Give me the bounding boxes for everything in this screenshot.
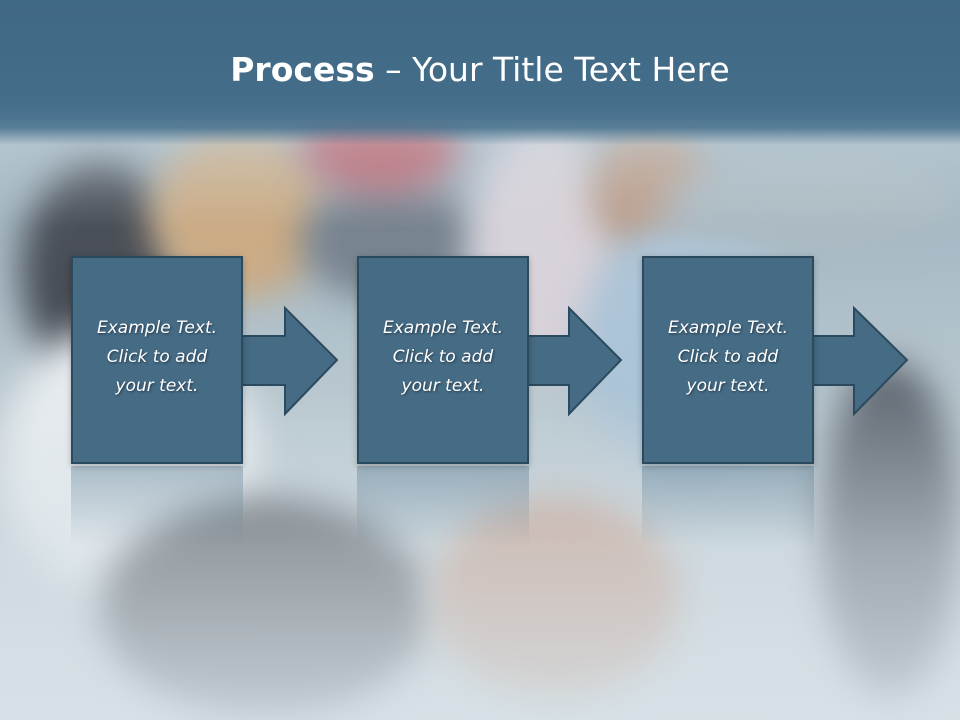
step-line-3: your text. [401,376,485,396]
step-line-2: Click to add [677,347,779,367]
slide-title[interactable]: Process – Your Title Text Here [0,50,960,89]
title-bar [0,0,960,145]
arrow-right-icon [240,305,339,417]
step-3-reflection [642,466,814,546]
step-line-2: Click to add [106,347,208,367]
step-line-1: Example Text. [382,318,504,338]
step-line-2: Click to add [392,347,494,367]
step-line-1: Example Text. [667,318,789,338]
step-line-3: your text. [686,376,770,396]
title-rest: – Your Title Text Here [374,50,730,89]
arrow-right-icon [811,305,909,417]
step-text[interactable]: Example Text. Click to add your text. [642,314,814,401]
step-text[interactable]: Example Text. Click to add your text. [357,314,529,401]
step-box[interactable] [642,256,814,464]
title-bold: Process [230,50,375,89]
step-line-1: Example Text. [96,318,218,338]
step-1-reflection [71,466,243,546]
step-box[interactable] [71,256,243,464]
step-line-3: your text. [115,376,199,396]
step-2-reflection [357,466,529,546]
step-text[interactable]: Example Text. Click to add your text. [71,314,243,401]
step-box[interactable] [357,256,529,464]
arrow-right-icon [526,305,623,417]
